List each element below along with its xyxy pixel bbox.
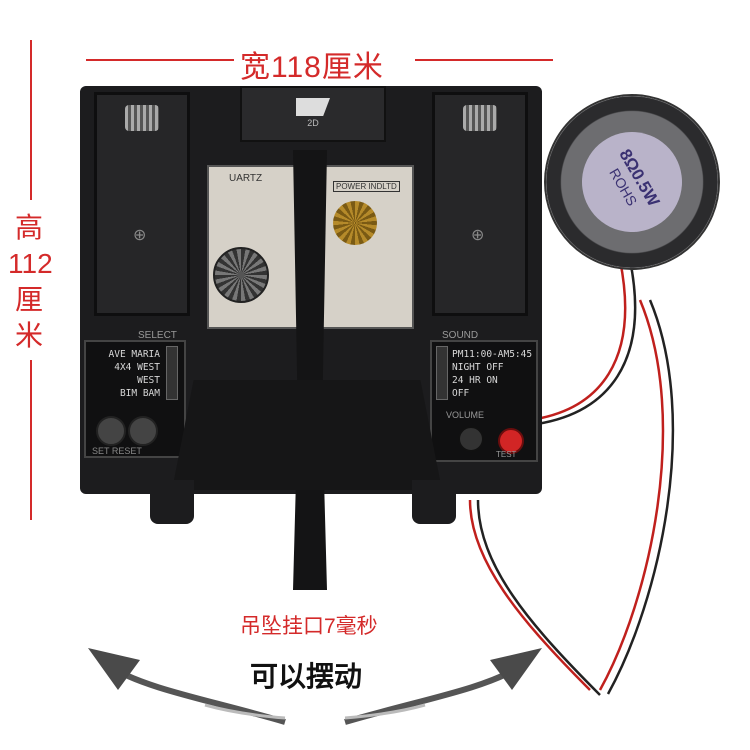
logo-mark (296, 98, 330, 116)
select-panel: SELECT AVE MARIA 4X4 WEST WEST BIM BAM S… (84, 330, 186, 458)
width-dimension-line-left (86, 59, 234, 61)
plus-icon: ⊕ (133, 227, 147, 244)
reset-button[interactable] (128, 416, 158, 446)
test-label: TEST (496, 450, 517, 459)
test-button[interactable] (498, 428, 524, 454)
sound-option: NIGHT OFF (452, 362, 504, 373)
right-arrowhead-icon (490, 648, 542, 690)
pendulum-arm (293, 150, 327, 590)
volume-label: VOLUME (446, 410, 485, 420)
battery-spring-icon (463, 105, 497, 131)
logo-block: 2D (240, 86, 386, 142)
select-options: AVE MARIA 4X4 WEST WEST BIM BAM (92, 348, 160, 400)
select-option: 4X4 WEST (114, 362, 160, 373)
sound-panel: SOUND PM11:00-AM5:45 NIGHT OFF 24 HR ON … (430, 330, 538, 462)
mounting-tab-right (412, 480, 456, 524)
select-option: AVE MARIA (108, 349, 160, 360)
set-reset-label: SET RESET (92, 446, 142, 456)
width-dimension-line-right (415, 59, 553, 61)
pendulum-hook-caption: 吊坠挂口7毫秒 (240, 615, 378, 638)
brass-gear-icon (333, 201, 377, 245)
mounting-tab-left (150, 480, 194, 524)
width-label: 宽118厘米 (240, 51, 384, 84)
right-motion-arrow-light (344, 703, 426, 720)
power-indicator-label: POWER INDLTD (333, 181, 400, 192)
left-motion-arrow-light (204, 703, 286, 720)
gear-icon (213, 247, 269, 303)
height-char-4: 米 (14, 320, 43, 351)
battery-compartment-right: ⊕ (432, 92, 528, 316)
sound-options: PM11:00-AM5:45 NIGHT OFF 24 HR ON OFF (452, 348, 532, 400)
volume-knob[interactable] (458, 426, 484, 452)
height-char-1: 高 (14, 212, 43, 243)
height-label: 高 112 厘 米 (8, 210, 53, 354)
select-slider-switch[interactable] (166, 346, 178, 400)
swing-caption: 可以摆动 (250, 660, 363, 693)
logo-text: 2D (307, 118, 319, 128)
height-char-2: 112 (8, 248, 53, 279)
battery-compartment-left: ⊕ (94, 92, 190, 316)
height-char-3: 厘 (14, 284, 43, 315)
height-dimension-line-top (30, 40, 32, 200)
sound-option: PM11:00-AM5:45 (452, 349, 533, 360)
set-button[interactable] (96, 416, 126, 446)
movement-brand-text: UARTZ (229, 173, 263, 184)
speaker: 8Ω0.5W ROHS (546, 96, 718, 268)
sound-option: OFF (452, 388, 470, 399)
sound-slider-switch[interactable] (436, 346, 448, 400)
select-panel-title: SELECT (138, 330, 177, 341)
select-option: BIM BAM (119, 388, 160, 399)
housing-bottom-skirt (172, 380, 442, 490)
select-option: WEST (137, 375, 160, 386)
height-dimension-line-bottom (30, 360, 32, 520)
sound-panel-title: SOUND (442, 330, 479, 341)
sound-option: 24 HR ON (452, 375, 498, 386)
left-arrowhead-icon (88, 648, 140, 690)
plus-icon: ⊕ (471, 227, 485, 244)
battery-spring-icon (125, 105, 159, 131)
